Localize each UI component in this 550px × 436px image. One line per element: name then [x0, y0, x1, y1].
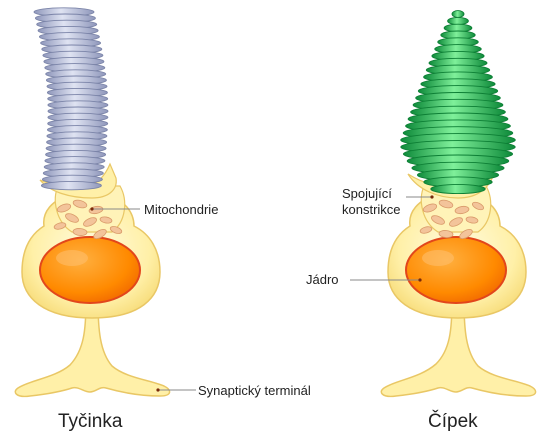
rod-nucleus-highlight	[56, 250, 88, 266]
leader-lines	[92, 196, 432, 391]
cone-disc	[447, 16, 469, 26]
rod-disc	[40, 180, 102, 191]
rod-outer-segment	[33, 7, 109, 191]
cone-caption: Čípek	[428, 410, 478, 432]
cone-synaptic-terminal	[380, 299, 537, 398]
rod-caption: Tyčinka	[58, 411, 123, 432]
rod-synaptic-terminal	[14, 299, 171, 398]
cone-mitochondria	[419, 199, 484, 240]
rod-mitochondria	[53, 199, 123, 240]
rod-cell	[14, 7, 171, 398]
cone-outer-segment	[400, 10, 516, 195]
cone-nucleus-highlight	[422, 250, 454, 266]
rod-nucleus	[39, 236, 141, 304]
leader-dots	[90, 195, 434, 392]
mitochondria-label: Mitochondrie	[144, 202, 218, 217]
cone-cell	[380, 10, 537, 398]
cone-disc	[451, 10, 465, 18]
nucleus-label: Jádro	[306, 272, 339, 287]
connecting-constriction-label-line2: konstrikce	[342, 202, 401, 217]
cone-nucleus	[405, 236, 507, 304]
connecting-constriction-label-line1: Spojující	[342, 186, 392, 201]
cone-disc	[430, 183, 486, 195]
synaptic-terminal-label: Synaptický terminál	[198, 383, 311, 398]
